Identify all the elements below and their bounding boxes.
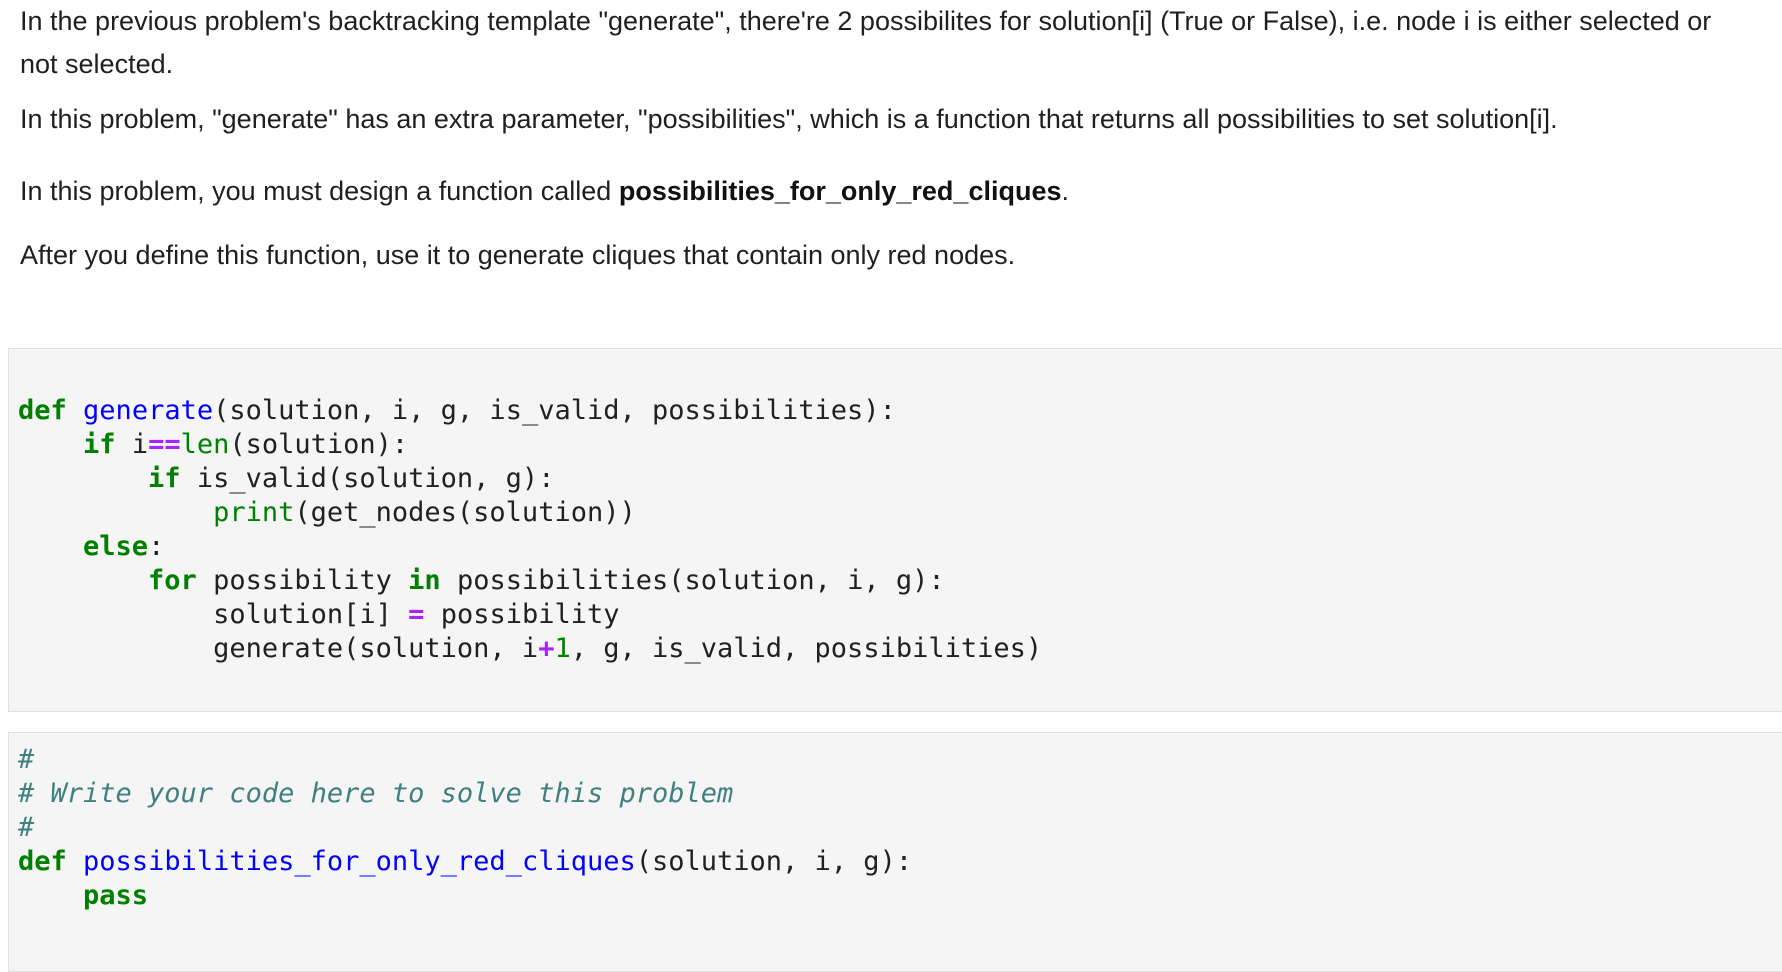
operator: = — [408, 599, 425, 630]
code-text: possibility — [440, 599, 620, 630]
function-name: possibilities_for_only_red_cliques — [83, 846, 636, 877]
code-text: i — [131, 429, 149, 460]
code-text: possibilities(solution, i, g): — [456, 565, 945, 596]
code-text: possibility — [213, 565, 392, 596]
comment: # — [18, 744, 35, 775]
code-editor-generate[interactable]: def generate(solution, i, g, is_valid, p… — [18, 394, 1042, 666]
code-text: : — [148, 531, 165, 562]
code-text: , g, is_valid, possibilities) — [570, 633, 1043, 664]
keyword: if — [83, 429, 116, 460]
comment: # Write your code here to solve this pro… — [18, 778, 734, 809]
code-text: solution[i] — [213, 599, 392, 630]
para3-suffix: . — [1061, 176, 1069, 206]
keyword: for — [148, 565, 197, 596]
markdown-paragraph-2-wrap: In this problem, "generate" has an extra… — [20, 98, 1760, 141]
code-text: (solution): — [229, 429, 409, 460]
keyword: pass — [83, 880, 149, 911]
markdown-cell: In the previous problem's backtracking t… — [20, 0, 1760, 86]
para3-prefix: In this problem, you must design a funct… — [20, 176, 619, 206]
code-editor-solution[interactable]: # # Write your code here to solve this p… — [18, 743, 912, 913]
code-text: is_valid(solution, g): — [196, 463, 555, 494]
code-text: (solution, i, g): — [635, 846, 913, 877]
function-name: generate — [83, 395, 214, 426]
intro-paragraph: In the previous problem's backtracking t… — [20, 6, 1712, 79]
keyword: else — [83, 531, 149, 562]
code-cell-generate[interactable]: def generate(solution, i, g, is_valid, p… — [8, 348, 1782, 712]
markdown-paragraph-3-wrap: In this problem, you must design a funct… — [20, 170, 1760, 213]
number: 1 — [554, 633, 571, 664]
keyword: in — [408, 565, 441, 596]
use-function-paragraph: After you define this function, use it t… — [20, 240, 1016, 270]
generate-param-paragraph: In this problem, "generate" has an extra… — [20, 104, 1558, 134]
code-cell-solution[interactable]: # # Write your code here to solve this p… — [8, 732, 1782, 972]
code-text: generate(solution, i — [213, 633, 539, 664]
design-function-paragraph: In this problem, you must design a funct… — [20, 170, 1760, 213]
keyword: def — [18, 395, 67, 426]
keyword: def — [18, 846, 67, 877]
comment: # — [18, 812, 35, 843]
function-name-bold: possibilities_for_only_red_cliques — [618, 176, 1062, 206]
builtin: len — [180, 429, 230, 460]
keyword: if — [148, 463, 181, 494]
builtin: print — [213, 497, 295, 528]
operator: == — [148, 429, 181, 460]
markdown-paragraph-4-wrap: After you define this function, use it t… — [20, 234, 1760, 277]
code-text: (get_nodes(solution)) — [294, 497, 636, 528]
operator: + — [538, 633, 555, 664]
code-text: (solution, i, g, is_valid, possibilities… — [213, 395, 896, 426]
